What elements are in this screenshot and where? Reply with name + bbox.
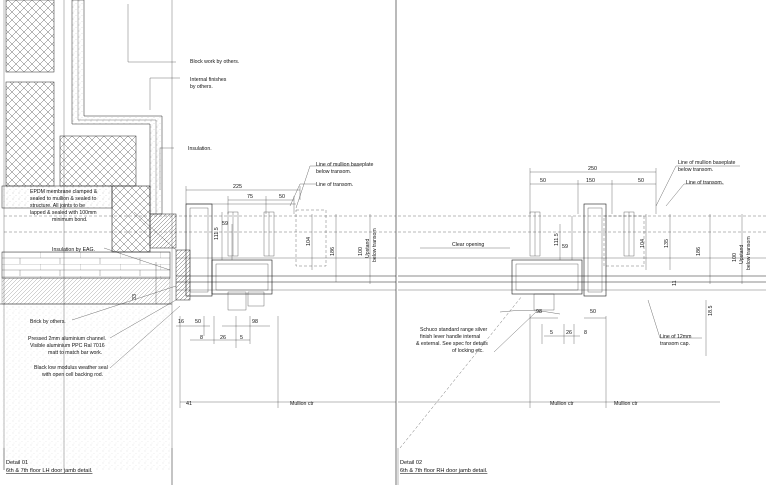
dim-150: 150	[586, 178, 595, 184]
dim-104-b: 104	[640, 239, 646, 248]
note-weather-seal-2: with open cell backing rod.	[42, 372, 103, 378]
dim-50-b: 50	[590, 309, 596, 315]
note-transom-cap-1: Line of 12mm	[660, 334, 691, 340]
dim-100: 100	[358, 247, 364, 256]
dim-33: 33	[132, 294, 138, 300]
note-handle-3: & external. See spec for details	[416, 341, 488, 347]
dim-mullion-ctr: Mullion ctr	[290, 401, 314, 407]
dim-186: 186	[330, 247, 336, 256]
dim-225: 225	[233, 184, 242, 190]
note-channel-3: matt to match bar work.	[48, 350, 102, 356]
note-insulation-eag: Insulation by EAG.	[52, 247, 95, 253]
note-channel-1: Pressed 2mm aluminium channel.	[28, 336, 106, 342]
detail-01-title: Detail 01	[6, 460, 28, 466]
note-channel-2: Visible aluminium PPC Ral 7016	[30, 343, 105, 349]
note-weather-seal-1: Black low modulus weather seal	[34, 365, 108, 371]
note-mullion-baseplate-1: Line of mullion baseplate	[316, 162, 374, 168]
dim-111-5: 111.5	[214, 227, 220, 240]
note-epdm-3: structure. All joints to be	[30, 203, 85, 209]
note-mullion-baseplate-2-b: below transom.	[678, 167, 713, 173]
dim-8: 8	[200, 335, 203, 341]
note-epdm-4: lapped & sealed with 100mm	[30, 210, 97, 216]
dim-50-right: 50	[638, 178, 644, 184]
note-handle-2: finish lever handle internal	[420, 334, 480, 340]
dim-11: 11	[672, 280, 678, 286]
dim-5: 5	[240, 335, 243, 341]
note-epdm-1: EPDM membrane clamped &	[30, 189, 98, 195]
dim-18-5: 18.5	[708, 306, 714, 317]
note-brick: Brick by others.	[30, 319, 66, 325]
dim-135: 135	[664, 239, 670, 248]
detail-01-geometry	[0, 0, 397, 485]
note-internal-finishes-2: by others.	[190, 84, 213, 90]
note-internal-finishes-1: Internal finishes	[190, 77, 227, 83]
dim-111-5-b: 111.5	[554, 233, 560, 246]
dim-26: 26	[220, 335, 226, 341]
dim-upstand: Upstand	[365, 239, 371, 258]
dim-75: 75	[247, 194, 253, 200]
note-transom-cap-2: transom cap.	[660, 341, 690, 347]
detail-02-subtitle: 6th & 7th floor RH door jamb detail.	[400, 468, 488, 474]
dim-186-b: 186	[696, 247, 702, 256]
dim-104: 104	[306, 237, 312, 246]
note-line-of-transom-b: Line of transom.	[686, 180, 723, 186]
note-epdm-2: sealed to mullion & sealed to	[30, 196, 96, 202]
note-mullion-baseplate-2: below transom.	[316, 169, 351, 175]
dim-below-transom: below transom	[372, 228, 378, 262]
detail-02-geometry	[397, 165, 766, 485]
dim-59-b: 59	[562, 244, 568, 250]
note-handle-1: Schuco standard range silver	[420, 327, 487, 333]
note-mullion-baseplate-1-b: Line of mullion baseplate	[678, 160, 736, 166]
note-line-of-transom: Line of transom.	[316, 182, 353, 188]
detail-01-subtitle: 6th & 7th floor LH door jamb detail.	[6, 468, 93, 474]
dim-50-left: 50	[540, 178, 546, 184]
dim-mullion-ctr-b2: Mullion ctr	[614, 401, 638, 407]
note-block-work: Block work by others.	[190, 59, 239, 65]
dim-250: 250	[588, 166, 597, 172]
note-epdm-5: minimum bond.	[52, 217, 87, 223]
dim-59: 59	[222, 221, 228, 227]
note-insulation: Insulation.	[188, 146, 212, 152]
dim-5-b: 5	[550, 330, 553, 336]
dim-below-transom-b: below transom	[746, 236, 752, 270]
label-clear-opening: Clear opening	[452, 242, 484, 248]
dim-98: 98	[252, 319, 258, 325]
dim-41: 41	[186, 401, 192, 407]
dim-50-lower: 50	[195, 319, 201, 325]
note-handle-4: of locking etc.	[452, 348, 484, 354]
detail-02-title: Detail 02	[400, 460, 422, 466]
dim-upstand-b: Upstand	[739, 245, 745, 264]
dim-mullion-ctr-b1: Mullion ctr	[550, 401, 574, 407]
dim-98-b: 98	[536, 309, 542, 315]
dim-16: 16	[178, 319, 184, 325]
dim-50: 50	[279, 194, 285, 200]
dim-8-b: 8	[584, 330, 587, 336]
detail-01-labels: Block work by others. Internal finishes …	[6, 59, 378, 474]
dim-100-b: 100	[732, 253, 738, 262]
dim-26-b: 26	[566, 330, 572, 336]
detail-02-labels: Line of mullion baseplate below transom.…	[400, 160, 752, 474]
